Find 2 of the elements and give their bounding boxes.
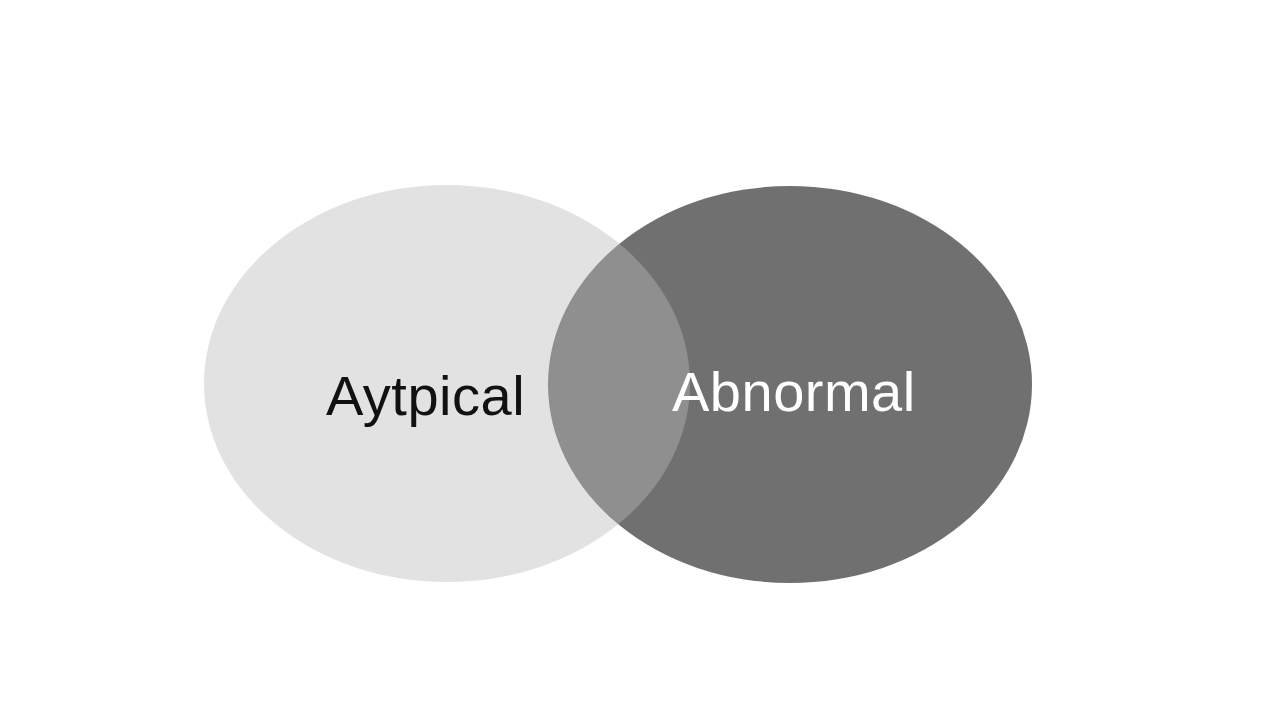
- right-venn-ellipse: [548, 186, 1032, 583]
- set-label: Abnormal: [672, 364, 916, 420]
